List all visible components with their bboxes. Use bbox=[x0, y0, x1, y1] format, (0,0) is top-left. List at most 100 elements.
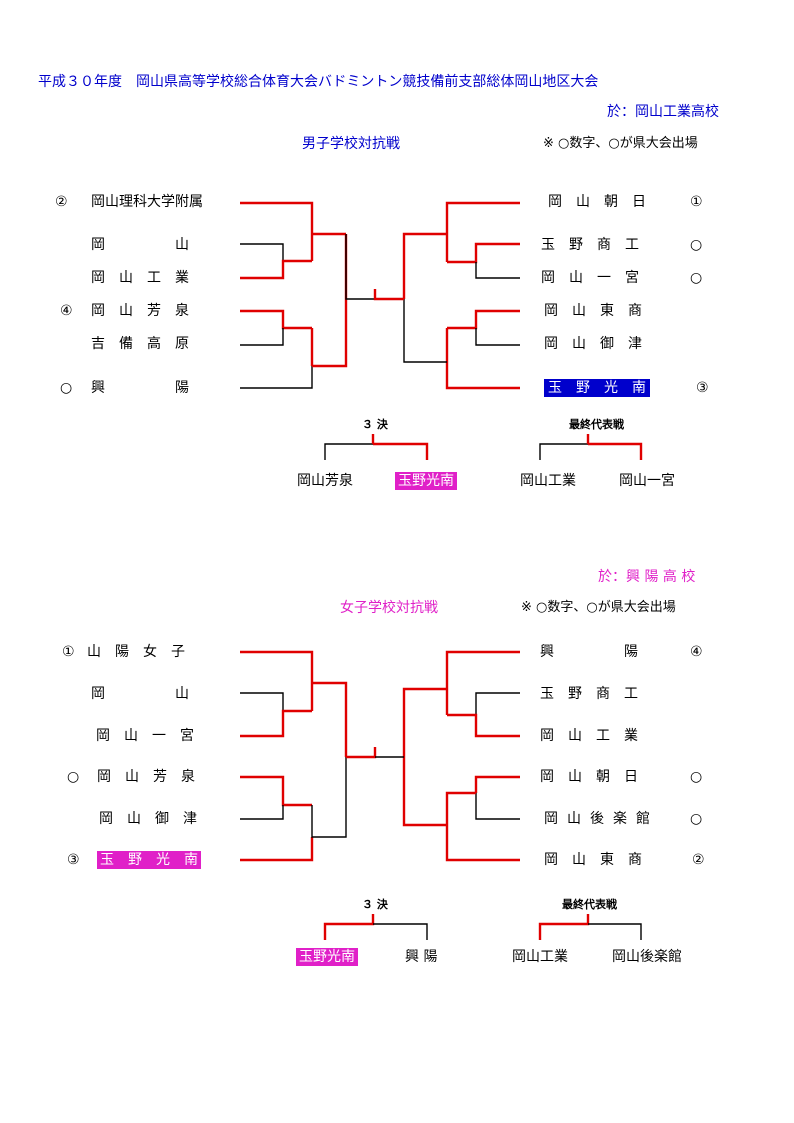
boys-left-team-6: 興 陽 bbox=[91, 380, 189, 396]
boys-line bbox=[402, 232, 447, 299]
boys-third-left: 岡山芳泉 bbox=[297, 473, 353, 489]
girls-right-mark-5: ○ bbox=[690, 811, 703, 827]
girls-line bbox=[445, 791, 520, 862]
girls-left-team-2: 岡 山 bbox=[91, 686, 189, 702]
girls-right-team-4: 岡 山 朝 日 bbox=[540, 769, 638, 785]
boys-line bbox=[240, 328, 284, 346]
boys-line bbox=[240, 309, 312, 330]
boys-line bbox=[240, 243, 284, 261]
girls-right-mark-1: ④ bbox=[690, 644, 703, 660]
boys-final-label: 最終代表戦 bbox=[569, 418, 624, 431]
boys-line bbox=[586, 434, 643, 460]
girls-line bbox=[323, 914, 375, 940]
girls-left-team-5: 岡 山 御 津 bbox=[99, 811, 197, 827]
boys-left-team-5: 吉 備 高 原 bbox=[91, 336, 189, 352]
boys-line bbox=[403, 299, 447, 363]
boys-line bbox=[240, 259, 312, 280]
boys-line bbox=[539, 443, 588, 460]
girls-line bbox=[475, 793, 520, 820]
girls-third-left: 玉野光南 bbox=[296, 948, 358, 966]
boys-left-team-2: 岡 山 bbox=[91, 237, 189, 253]
boys-line bbox=[371, 434, 429, 460]
boys-left-team-3: 岡 山 工 業 bbox=[91, 270, 189, 286]
boys-line bbox=[240, 201, 314, 234]
girls-line bbox=[445, 650, 520, 715]
girls-line bbox=[402, 757, 447, 827]
girls-line bbox=[311, 757, 347, 838]
boys-left-mark-4: ④ bbox=[60, 303, 73, 319]
boys-line bbox=[312, 234, 348, 368]
girls-left-team-3: 岡 山 一 宮 bbox=[96, 728, 194, 744]
boys-right-mark-6: ③ bbox=[696, 380, 709, 396]
boys-right-team-3: 岡 山 一 宮 bbox=[541, 270, 639, 286]
girls-right-team-6: 岡 山 東 商 bbox=[544, 852, 642, 868]
boys-line bbox=[475, 262, 520, 279]
girls-line bbox=[474, 775, 520, 793]
boys-right-team-5: 岡 山 御 津 bbox=[544, 336, 642, 352]
boys-left-team-4: 岡 山 芳 泉 bbox=[91, 303, 189, 319]
girls-line bbox=[475, 692, 520, 715]
boys-line bbox=[445, 201, 520, 262]
boys-right-team-2: 玉 野 商 工 bbox=[541, 237, 639, 253]
girls-line bbox=[373, 923, 428, 940]
boys-right-team-4: 岡 山 東 商 bbox=[544, 303, 642, 319]
boys-heading: 男子学校対抗戦 bbox=[302, 136, 400, 152]
girls-line bbox=[240, 709, 312, 738]
venue-boys: 於：岡山工業高校 bbox=[607, 104, 719, 120]
boys-left-mark-6: ○ bbox=[60, 380, 73, 396]
girls-final-label: 最終代表戦 bbox=[562, 898, 617, 911]
boys-line bbox=[447, 242, 520, 264]
girls-line bbox=[538, 914, 590, 940]
girls-right-team-1: 興 陽 bbox=[540, 644, 638, 660]
girls-line bbox=[402, 687, 447, 757]
girls-left-team-1: 山 陽 女 子 bbox=[87, 644, 185, 660]
girls-final-left: 岡山工業 bbox=[512, 949, 568, 965]
boys-line bbox=[373, 289, 404, 301]
boys-right-mark-2: ○ bbox=[690, 237, 703, 253]
girls-line bbox=[447, 713, 520, 738]
girls-left-team-6: 玉 野 光 南 bbox=[97, 851, 201, 869]
girls-right-team-2: 玉 野 商 工 bbox=[540, 686, 638, 702]
girls-third-label: ３ 決 bbox=[362, 898, 388, 911]
boys-right-mark-1: ① bbox=[690, 194, 703, 210]
girls-right-mark-4: ○ bbox=[690, 769, 703, 785]
girls-right-mark-6: ② bbox=[692, 852, 705, 868]
boys-line bbox=[475, 328, 520, 346]
girls-line bbox=[240, 805, 284, 820]
girls-note: ※ ○数字、○が県大会出場 bbox=[521, 600, 676, 615]
boys-right-team-6: 玉 野 光 南 bbox=[544, 379, 650, 397]
girls-line bbox=[240, 837, 314, 862]
girls-right-team-5: 岡山後楽館 bbox=[544, 811, 659, 827]
boys-note: ※ ○数字、○が県大会出場 bbox=[543, 136, 698, 151]
girls-line bbox=[240, 775, 312, 807]
girls-left-mark-6: ③ bbox=[67, 852, 80, 868]
boys-right-team-1: 岡 山 朝 日 bbox=[548, 194, 646, 210]
page-title: 平成３０年度 岡山県高等学校総合体育大会バドミントン競技備前支部総体岡山地区大会 bbox=[38, 74, 599, 90]
girls-line bbox=[240, 650, 314, 683]
boys-right-mark-3: ○ bbox=[690, 270, 703, 286]
girls-line bbox=[312, 681, 348, 757]
girls-line bbox=[588, 923, 642, 940]
venue-girls: 於：興 陽 高 校 bbox=[598, 569, 696, 585]
boys-final-right: 岡山一宮 bbox=[619, 473, 675, 489]
boys-line bbox=[447, 309, 520, 330]
girls-left-team-4: 岡 山 芳 泉 bbox=[97, 769, 195, 785]
boys-line bbox=[240, 366, 313, 389]
girls-line bbox=[346, 747, 377, 759]
boys-line bbox=[445, 328, 520, 390]
boys-third-right: 玉野光南 bbox=[395, 472, 457, 490]
girls-line bbox=[240, 692, 284, 711]
boys-line bbox=[324, 443, 373, 460]
girls-left-mark-4: ○ bbox=[67, 769, 80, 785]
boys-left-team-1: 岡山理科大学附属 bbox=[91, 194, 203, 210]
girls-heading: 女子学校対抗戦 bbox=[340, 600, 438, 616]
girls-final-right: 岡山後楽館 bbox=[612, 949, 682, 965]
girls-third-right: 興 陽 bbox=[405, 949, 438, 965]
girls-right-team-3: 岡 山 工 業 bbox=[540, 728, 638, 744]
boys-final-left: 岡山工業 bbox=[520, 473, 576, 489]
boys-line bbox=[345, 234, 375, 300]
boys-left-mark-1: ② bbox=[55, 194, 68, 210]
girls-left-mark-1: ① bbox=[62, 644, 75, 660]
boys-third-label: ３ 決 bbox=[362, 418, 388, 431]
